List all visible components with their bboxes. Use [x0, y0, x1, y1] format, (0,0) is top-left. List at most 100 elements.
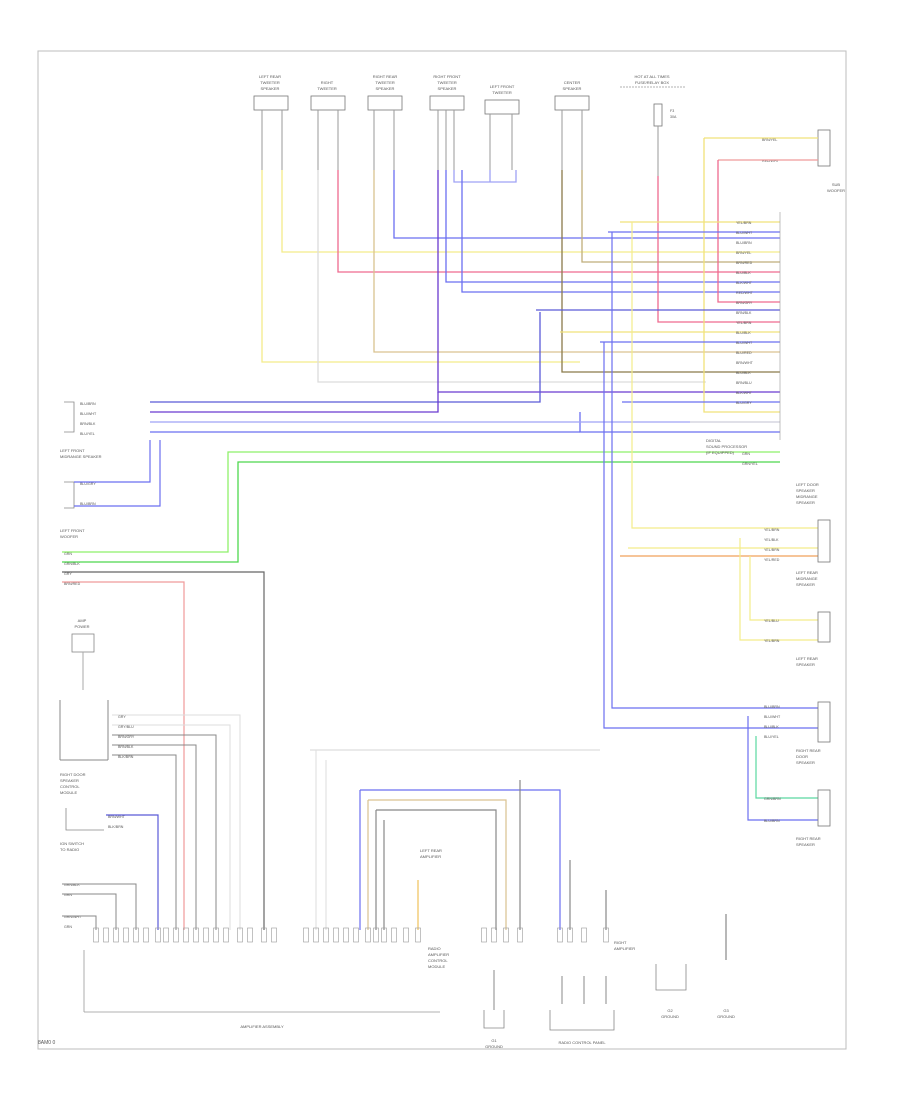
right-tweeter: RIGHT TWEETER: [310, 80, 346, 170]
ld-wire-4: BRN/RED: [64, 582, 81, 586]
dsp-note-2: SOUND PROCESSOR: [706, 444, 747, 449]
bl-wire-2: GRN: [64, 893, 72, 897]
dsp-note-3: (IF EQUIPPED): [706, 450, 735, 455]
fuse-label-2: 30A: [670, 115, 677, 119]
sub-label-2: WOOFER: [827, 188, 845, 193]
rrs-label-1: RIGHT REAR: [796, 836, 821, 841]
green-right-label-2: GRN/YEL: [742, 462, 758, 466]
center-speaker-label-1: CENTER: [564, 80, 581, 85]
right-rear-tweeter-label-1: RIGHT REAR: [373, 74, 398, 79]
bus-wire-label: BRN/WHT: [736, 361, 754, 365]
right-front-tweeter-label-3: SPEAKER: [438, 86, 457, 91]
connector-pin: [391, 927, 397, 943]
lf-mid-wire-1: BLU/BRN: [80, 402, 96, 406]
amp-wire-3: BRN/GRY: [118, 735, 135, 739]
connector-pin: [247, 927, 253, 943]
radio-amp-label-3: CONTROL: [428, 958, 448, 963]
connector-pin: [113, 927, 119, 943]
radio-amp-label-2: AMPLIFIER: [428, 952, 449, 957]
rr-wire-2: BLU/WHT: [764, 715, 781, 719]
connector-pin: [333, 927, 339, 943]
right-tweeter-label-1: RIGHT: [321, 80, 334, 85]
lf-door-wire-1: BLU/GRY: [80, 482, 96, 486]
page-code: 8AM0 0: [38, 1040, 56, 1046]
fuse-box-label-1: HOT AT ALL TIMES: [634, 74, 669, 79]
connector-pin: [133, 927, 139, 943]
bus-wire-label: BLU/RED: [736, 351, 752, 355]
rm-wire-4: YEL/RED: [764, 558, 780, 562]
green-right-label-1: GRN: [742, 452, 750, 456]
bus-wire-label: RED/WHT: [736, 291, 754, 295]
amplifier-assembly-label: AMPLIFIER ASSEMBLY: [240, 1024, 284, 1029]
ign-label-2: TO RADIO: [60, 847, 79, 852]
bus-wire-label: BLU/BLK: [736, 371, 751, 375]
right-front-tweeter-label-1: RIGHT FRONT: [433, 74, 461, 79]
left-front-tweeter-label-1: LEFT FRONT: [490, 84, 515, 89]
green-wires: GRN GRN/YEL DIGITAL SOUND PROCESSOR (IF …: [62, 438, 780, 563]
connector-pin: [323, 927, 329, 943]
connector-pin: [313, 927, 319, 943]
grounds: G1 GROUND RADIO CONTROL PANEL G2 GROUND …: [483, 964, 735, 1049]
rm-wire-3: YEL/BRN: [764, 548, 780, 552]
lrm-label-1: LEFT REAR: [796, 570, 818, 575]
left-door-speaker-wires: GRN GRN/BLK GRY BRN/RED: [62, 552, 265, 930]
left-front-tweeter: LEFT FRONT TWEETER: [484, 84, 520, 170]
connector-pin: [213, 927, 219, 943]
bus-wire-label: BRN/BLK: [736, 311, 752, 315]
lrs-label-1: LEFT REAR: [796, 656, 818, 661]
bus-wire-label: BLU/BLK: [736, 331, 751, 335]
connector-pin: [193, 927, 199, 943]
lf-woofer-label-1: LEFT FRONT: [60, 528, 85, 533]
right-rear-tweeter-label-2: TWEETER: [375, 80, 395, 85]
rr-wire-3: BLU/BLK: [764, 725, 779, 729]
ld-wire-3: GRY: [64, 572, 72, 576]
connector-pin: [103, 927, 109, 943]
ldr-label-3: MIDRANGE: [796, 494, 818, 499]
dsp-note-1: DIGITAL: [706, 438, 722, 443]
fuse-relay-box: HOT AT ALL TIMES FUSE/RELAY BOX F3 30A: [620, 74, 686, 176]
connector-pin: [365, 927, 371, 943]
connector-pin: [567, 927, 573, 943]
right-bus-connector: YEL/BRNBLU/WHTBLU/BRNBRN/YELBRN/REDBLU/B…: [736, 212, 781, 440]
sub-wire-label-1: BRN/YEL: [762, 138, 777, 142]
lr-wire-1: YEL/BLU: [764, 619, 779, 623]
connector-pin: [93, 927, 99, 943]
left-rear-tweeter-label-3: SPEAKER: [261, 86, 280, 91]
amp-wire-1: GRY: [118, 715, 126, 719]
bottom-left-inputs: GRN/BLK GRN GRN/WHT GRN: [62, 883, 137, 930]
connector-pin: [155, 927, 161, 943]
lr-amp-wire-2: BLK/BRN: [108, 825, 124, 829]
ldr-label-1: LEFT DOOR: [796, 482, 819, 487]
bus-wire-label: BLU/BLK: [736, 271, 751, 275]
amp-wire-4: BRN/BLK: [118, 745, 134, 749]
amp-power-label-1: AMP: [78, 618, 87, 623]
fuse-label-1: F3: [670, 109, 674, 113]
left-front-midrange-speaker: BLU/BRN BLU/WHT BRN/BLK BLU/YEL LEFT FRO…: [60, 401, 161, 539]
lf-mid-wire-4: BLU/YEL: [80, 432, 95, 436]
connector-pin: [271, 927, 277, 943]
sub-wire-label-2: RED/WHT: [762, 159, 780, 163]
right-amp-label-1: RIGHT: [614, 940, 627, 945]
connector-pin: [353, 927, 359, 943]
ground-b-label-2: GROUND: [661, 1014, 679, 1019]
bus-wire-label: YEL/BRN: [736, 321, 752, 325]
bus-wire-label: YEL/BRN: [736, 221, 752, 225]
diagram-frame: [37, 50, 847, 1050]
lrm-label-3: SPEAKER: [796, 582, 815, 587]
top-components: LEFT REAR TWEETER SPEAKER RIGHT TWEETER …: [253, 74, 686, 176]
right-door-label-4: MODULE: [60, 790, 77, 795]
connector-pin: [415, 927, 421, 943]
connector-pin: [403, 927, 409, 943]
lf-mid-label-1: LEFT FRONT: [60, 448, 85, 453]
rr2-wire-2: BLU/BRN: [764, 819, 780, 823]
connector-pin: [183, 927, 189, 943]
lf-mid-wire-2: BLU/WHT: [80, 412, 97, 416]
radio-amp-label-4: MODULE: [428, 964, 445, 969]
connector-pin: [581, 927, 587, 943]
lrs-label-2: SPEAKER: [796, 662, 815, 667]
ground-b-label-1: G2: [667, 1008, 673, 1013]
right-side-labels: LEFT DOOR SPEAKER MIDRANGE SPEAKER LEFT …: [796, 482, 821, 847]
bus-wire-label: BLU/GRY: [736, 401, 752, 405]
connector-pin: [173, 927, 179, 943]
